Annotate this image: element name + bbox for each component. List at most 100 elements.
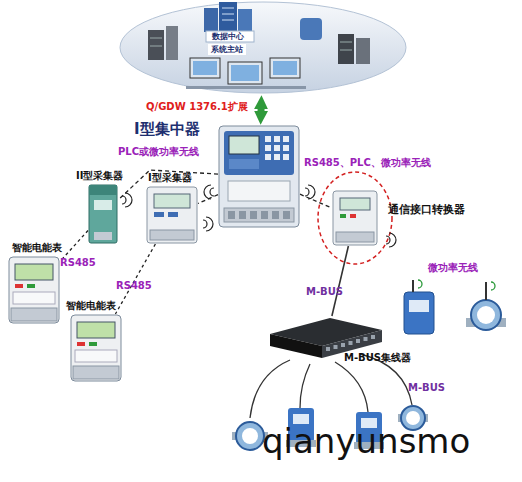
decoration	[371, 335, 375, 339]
decoration	[333, 191, 377, 245]
decoration	[491, 282, 495, 290]
node-label: 智能电能表	[12, 242, 62, 254]
decoration	[154, 212, 164, 217]
decoration	[154, 194, 190, 208]
connector	[115, 244, 155, 314]
decoration	[274, 136, 280, 142]
connector-label: RS485	[60, 257, 96, 269]
decoration	[334, 345, 338, 349]
collector-i-device	[146, 186, 198, 244]
decoration	[11, 308, 57, 321]
decoration	[356, 339, 360, 343]
annotation-label: 数据中心	[212, 32, 244, 41]
decoration	[204, 185, 214, 199]
device-node: 智能电能表	[8, 256, 60, 324]
wireless-meters	[404, 280, 506, 334]
node-label: 通信接口转换器	[388, 204, 465, 217]
energy-meter-device	[70, 314, 122, 382]
decoration	[283, 154, 289, 160]
decoration	[77, 322, 115, 338]
decoration	[283, 211, 290, 219]
decoration	[122, 193, 132, 207]
decoration	[409, 300, 429, 312]
decoration	[283, 136, 289, 142]
decoration	[120, 2, 406, 93]
decoration	[404, 292, 434, 334]
decoration	[147, 187, 197, 243]
decoration	[75, 350, 117, 362]
decoration	[228, 211, 235, 219]
decoration	[73, 366, 119, 379]
decoration	[168, 212, 178, 217]
decoration	[335, 362, 368, 412]
decoration	[219, 126, 299, 227]
decoration	[236, 422, 264, 450]
connector	[257, 105, 264, 115]
device-node: II型采集器	[88, 184, 118, 244]
decoration	[203, 217, 213, 231]
connector-label: PLC或微功率无线	[118, 146, 199, 158]
node-label: M-BUS集线器	[344, 352, 411, 364]
master-station-cloud: 系统主站	[118, 0, 408, 95]
node-label: 智能电能表	[66, 300, 116, 312]
annotation-label: 微功率无线	[428, 262, 478, 274]
connector	[332, 246, 349, 316]
decoration	[27, 284, 35, 288]
decoration	[15, 264, 53, 280]
decoration	[349, 341, 353, 345]
device-node: I型采集器	[146, 186, 198, 244]
connector	[118, 170, 218, 200]
node-label: II型采集器	[76, 170, 123, 182]
device-node: 智能电能表	[70, 314, 122, 382]
node-label: 系统主站	[208, 44, 246, 55]
connector-label: M-BUS	[306, 286, 343, 298]
concentrator-device	[218, 125, 300, 228]
decoration	[71, 315, 121, 381]
cloud-shape	[118, 0, 408, 95]
decoration	[239, 211, 246, 219]
decoration	[341, 343, 345, 347]
decoration	[412, 280, 414, 292]
decoration	[89, 342, 97, 346]
decoration	[261, 211, 268, 219]
decoration	[340, 214, 346, 218]
decoration	[13, 292, 55, 304]
annotation-label: M-BUS	[408, 382, 445, 394]
decoration	[265, 145, 271, 151]
decoration	[250, 360, 290, 418]
decoration	[305, 185, 315, 199]
node-label: I型集中器	[134, 121, 200, 138]
decoration	[283, 145, 289, 151]
connector-label: RS485	[116, 280, 152, 292]
decoration	[242, 428, 258, 444]
decoration	[150, 230, 194, 240]
decoration	[485, 282, 487, 300]
decoration	[272, 211, 279, 219]
decoration	[229, 159, 259, 169]
decoration	[228, 181, 290, 201]
connector	[300, 194, 332, 208]
decoration	[250, 211, 257, 219]
decoration	[9, 257, 59, 323]
decoration	[94, 200, 112, 210]
decoration	[300, 364, 310, 408]
decoration	[224, 208, 294, 222]
highlight-ring	[318, 172, 392, 264]
decoration	[386, 233, 396, 247]
decoration	[340, 198, 370, 210]
decoration	[326, 347, 330, 351]
decoration	[350, 214, 356, 218]
connector-label: Q/GDW 1376.1扩展	[146, 101, 248, 113]
device-node: M-BUS集线器	[270, 316, 382, 366]
device-node: I型集中器	[218, 125, 300, 228]
collector-ii-device	[88, 184, 118, 244]
decoration	[466, 318, 506, 327]
connector	[60, 231, 88, 262]
connector	[198, 195, 218, 204]
decoration	[270, 334, 322, 358]
energy-meter-device	[8, 256, 60, 324]
decoration	[224, 131, 294, 175]
decoration	[274, 145, 280, 151]
converter-device	[332, 190, 378, 246]
